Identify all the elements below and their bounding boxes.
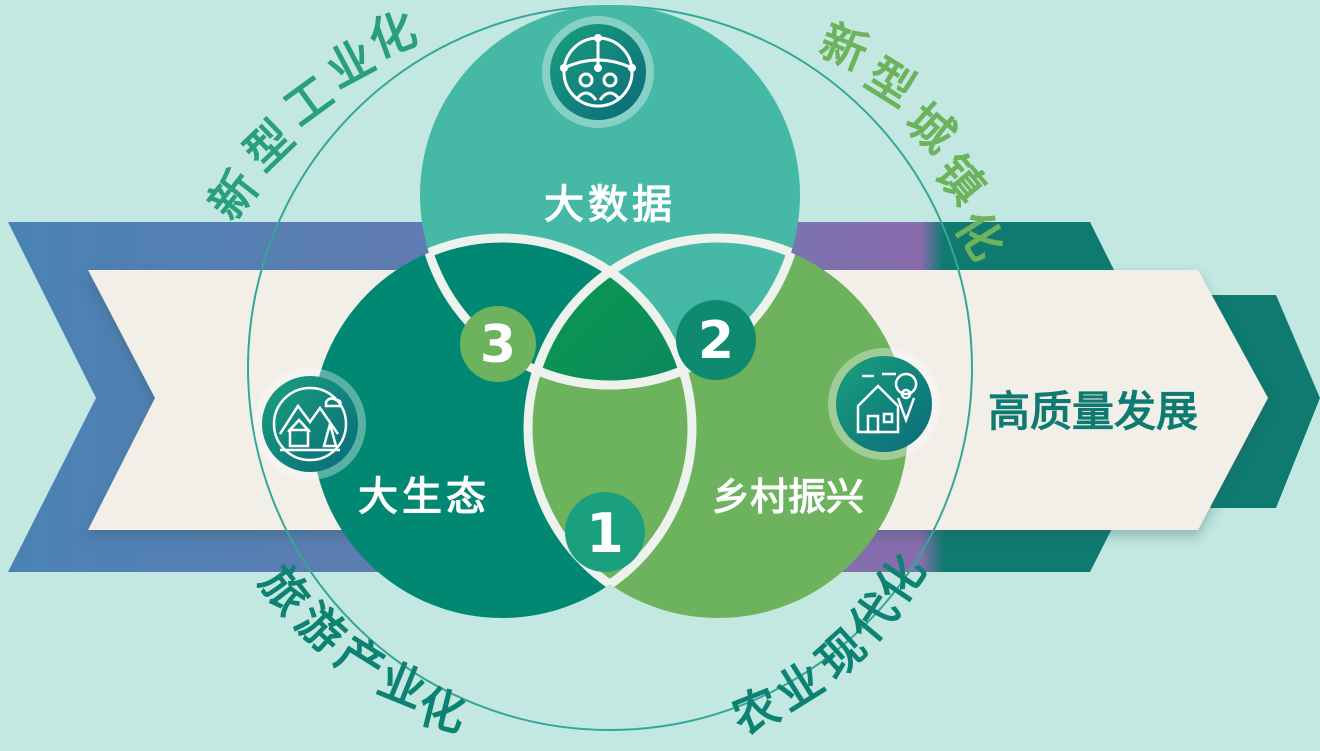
house-location-icon [828,348,940,460]
badge-2: 2 [676,300,756,380]
badge-3: 3 [460,306,536,382]
badge-3-number: 3 [480,315,516,375]
orbit-tr-char-1: 型 [857,47,925,117]
top-circle-label: 大数据 [544,182,676,228]
badge-2-number: 2 [698,311,734,371]
badge-1-number: 1 [586,502,624,565]
people-network-icon [542,16,654,128]
right-circle-label: 乡村振兴 [712,475,864,519]
orbit-tl-char-0: 新 [198,160,269,229]
orbit-label-top-left: 新 型 工 业 化 [198,2,423,230]
mountain-village-icon [254,368,366,480]
orbit-tr-char-0: 新 [813,14,876,81]
center-triangle [528,238,692,385]
arrow-label: 高质量发展 [988,387,1198,436]
left-circle-label: 大生态 [358,474,490,520]
badge-1: 1 [565,492,645,572]
